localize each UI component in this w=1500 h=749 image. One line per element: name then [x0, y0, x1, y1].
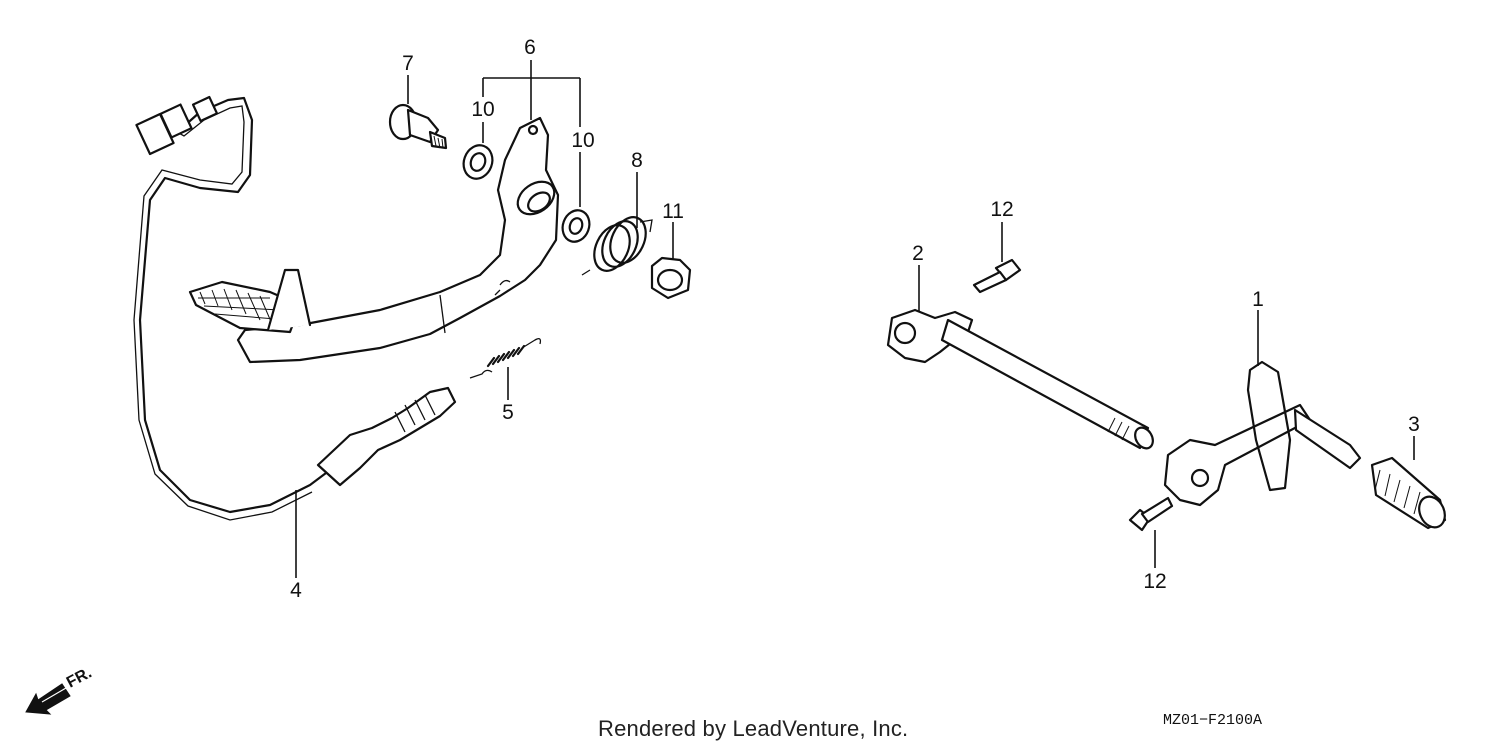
diagram-code: MZ01−F2100A: [1163, 712, 1263, 729]
shift-pedal[interactable]: [1163, 360, 1362, 507]
callout-12a: 12: [990, 198, 1013, 221]
callout-1: 1: [1252, 288, 1264, 311]
pivot-bolt[interactable]: [388, 103, 448, 150]
callout-8: 8: [631, 149, 643, 172]
bolt-lower[interactable]: [1128, 496, 1174, 532]
dust-seal-left[interactable]: [459, 141, 497, 183]
callout-12b: 12: [1143, 570, 1166, 593]
callout-10a: 10: [471, 98, 494, 121]
callout-5: 5: [502, 401, 514, 424]
brake-pedal[interactable]: [188, 116, 560, 364]
front-label: FR.: [64, 664, 95, 691]
callout-2: 2: [912, 242, 924, 265]
leader-lines: [295, 60, 1415, 578]
pedal-rubber[interactable]: [1370, 456, 1450, 532]
return-spring[interactable]: [469, 338, 542, 379]
torsion-spring[interactable]: [581, 211, 653, 276]
callout-4: 4: [290, 579, 302, 602]
credit-text: Rendered by LeadVenture, Inc.: [598, 716, 909, 741]
front-arrow-icon: [25, 683, 71, 715]
bolt-upper[interactable]: [972, 258, 1022, 294]
callout-7: 7: [402, 52, 414, 75]
callout-10b: 10: [571, 129, 594, 152]
callout-11: 11: [662, 200, 684, 223]
collar[interactable]: [650, 256, 692, 300]
callout-3: 3: [1408, 413, 1420, 436]
shift-arm[interactable]: [886, 308, 1156, 452]
callout-6: 6: [524, 36, 536, 59]
dust-seal-right[interactable]: [558, 207, 593, 246]
